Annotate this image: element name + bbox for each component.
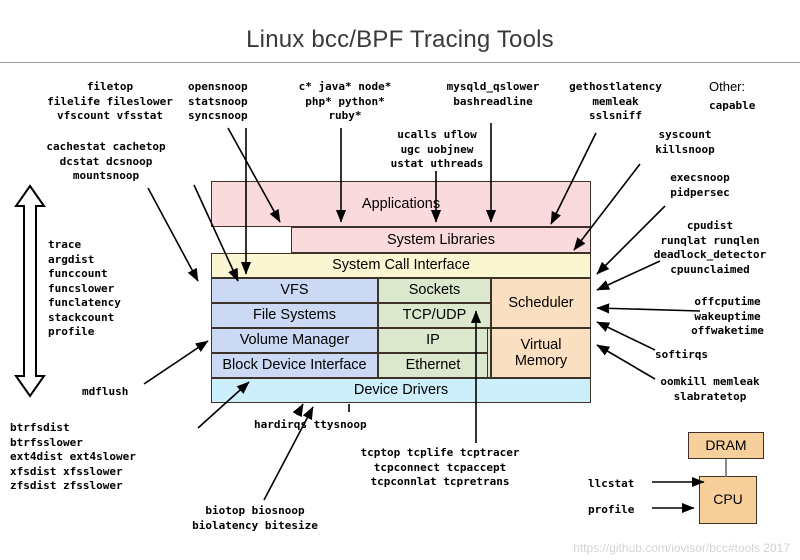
arrow-memory-to-virtual-memory <box>596 344 656 380</box>
block-volume-manager: Volume Manager <box>211 328 378 353</box>
block-cpu: CPU <box>699 476 757 524</box>
block-file-systems: File Systems <box>211 303 378 328</box>
tools-softirqs: softirqs <box>655 348 708 361</box>
tools-memory: oomkill memleak slabratetop <box>660 375 760 403</box>
block-vfs: VFS <box>211 278 378 303</box>
tools-languages: c* java* node* php* python* ruby* <box>298 80 392 122</box>
tools-profile: profile <box>588 503 635 516</box>
block-applications: Applications <box>211 181 591 227</box>
tools-file-top: filetop filelife fileslower vfscount vfs… <box>47 80 173 122</box>
block-ethernet: Ethernet <box>378 353 488 378</box>
block-sockets: Sockets <box>378 278 491 303</box>
tools-other-label: Other: <box>709 79 746 94</box>
tools-syscall-snoop: opensnoop statsnoop syncsnoop <box>188 80 248 122</box>
tools-offcpu: offcputime wakeuptime offwaketime <box>691 295 764 337</box>
block-ip: IP <box>378 328 488 353</box>
block-device-drivers: Device Drivers <box>211 378 591 403</box>
tools-db-shell: mysqld_qslower bashreadline <box>446 80 540 108</box>
block-block-device-interface: Block Device Interface <box>211 353 378 378</box>
block-system-call-interface: System Call Interface <box>211 253 591 278</box>
tools-user-probes: ucalls uflow ugc uobjnew ustat uthreads <box>390 128 484 170</box>
tools-dynamic-tracing: trace argdist funccount funcslower funcl… <box>48 238 121 338</box>
block-dram: DRAM <box>688 432 764 459</box>
arrow-softirqs-to-scheduler <box>596 321 656 351</box>
network-column-filler <box>488 328 491 378</box>
arrow-hardirqs-to-device-drivers <box>292 403 304 418</box>
footer-credit: https://github.com/iovisor/bcc#tools 201… <box>573 541 790 555</box>
dynamic-tracing-double-arrow <box>14 184 46 398</box>
block-virtual-memory: Virtual Memory <box>491 328 591 378</box>
tools-cache: cachestat cachetop dcstat dcsnoop mounts… <box>46 140 166 182</box>
tools-block-io: biotop biosnoop biolatency bitesize <box>192 504 318 532</box>
page-title: Linux bcc/BPF Tracing Tools <box>246 26 554 53</box>
tools-syscount: syscount killsnoop <box>655 128 715 156</box>
block-system-libraries: System Libraries <box>291 227 591 253</box>
tools-exec: execsnoop pidpersec <box>670 171 730 199</box>
block-scheduler: Scheduler <box>491 278 591 328</box>
arrow-mdflush-to-volume-manager <box>143 340 209 385</box>
tools-irq-tty: hardirqs ttysnoop <box>254 418 367 431</box>
tools-cpu-sched: cpudist runqlat runqlen deadlock_detecto… <box>653 219 767 276</box>
tools-net-lib: gethostlatency memleak sslsniff <box>569 80 662 122</box>
tools-llcstat: llcstat <box>588 477 635 490</box>
tools-fs-dist: btrfsdist btrfsslower ext4dist ext4slowe… <box>10 421 136 492</box>
title-divider <box>0 62 800 63</box>
tools-tcp: tcptop tcplife tcptracer tcpconnect tcpa… <box>360 446 520 488</box>
block-tcp-udp: TCP/UDP <box>378 303 491 328</box>
tools-other: capable <box>709 99 756 112</box>
tools-mdflush: mdflush <box>82 385 129 398</box>
